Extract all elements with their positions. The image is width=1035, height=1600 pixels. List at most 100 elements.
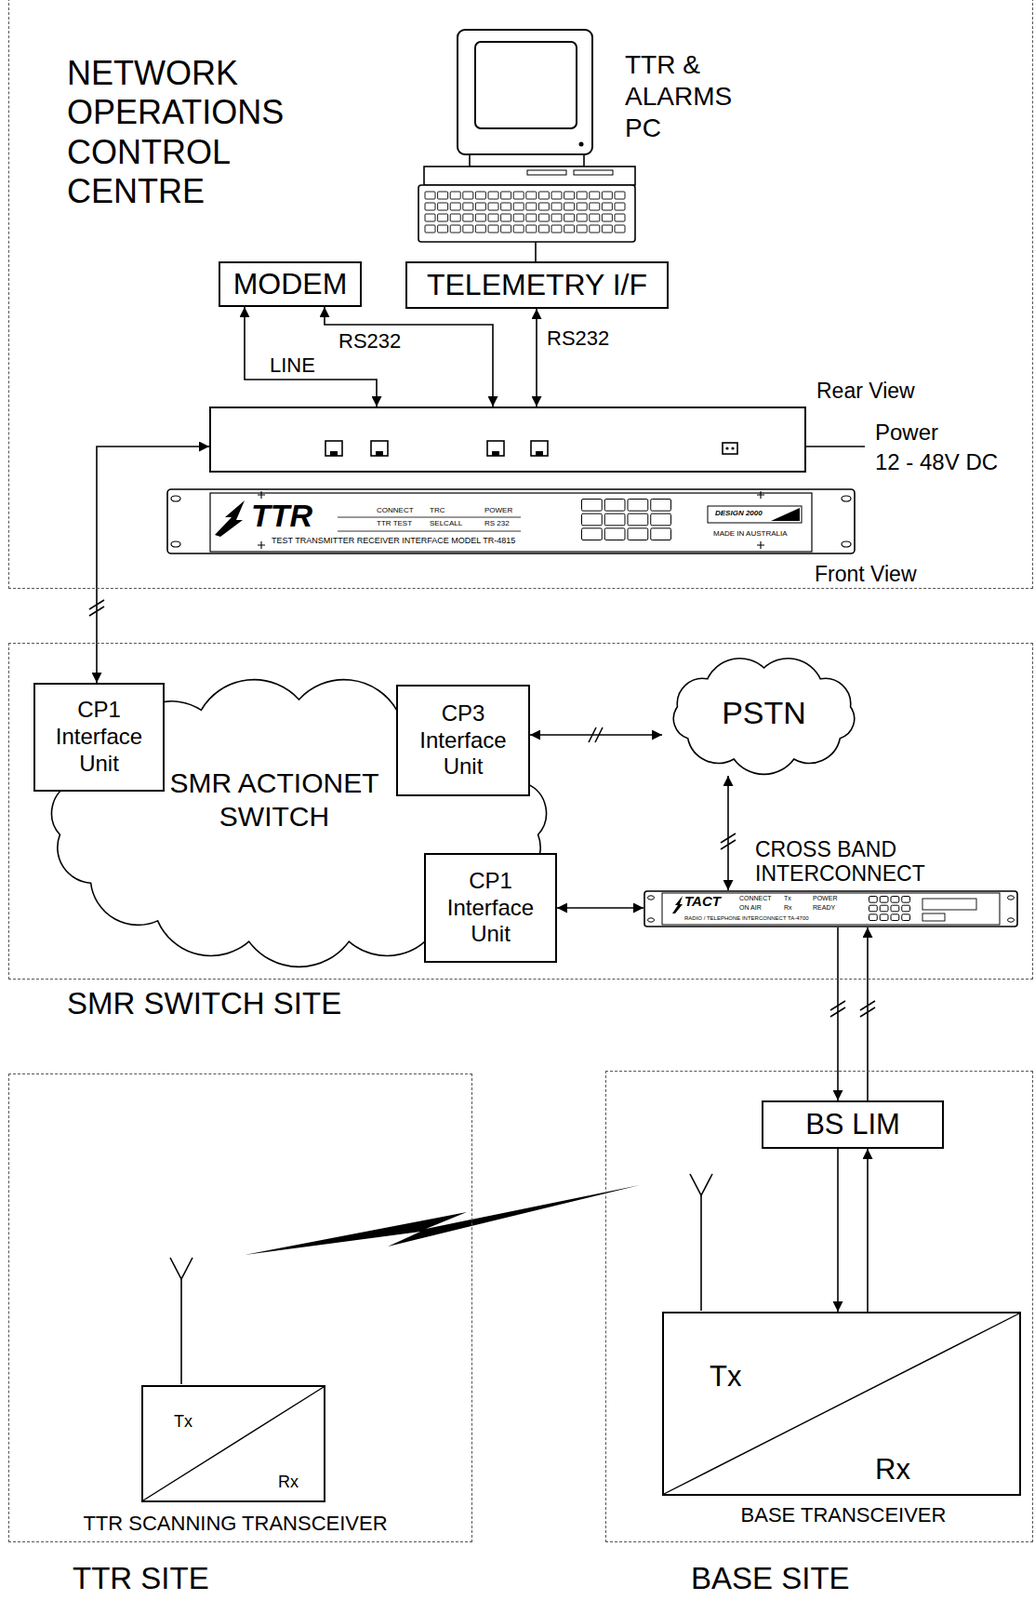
site-region: SMR SWITCH SITESMR ACTIONET SWITCHCP1 In… (8, 642, 1034, 980)
keypad-key (627, 499, 649, 512)
power-pin (730, 446, 734, 450)
connector (836, 927, 839, 1101)
key (564, 191, 575, 200)
key (601, 202, 612, 211)
key (463, 225, 474, 233)
connector (836, 1148, 839, 1312)
key (576, 191, 587, 200)
key (601, 213, 612, 222)
node-text: TACT (684, 893, 721, 908)
rj-port-latch (330, 451, 338, 456)
rj-port-latch (491, 451, 500, 456)
connector (557, 906, 644, 909)
connector (244, 306, 377, 407)
site-region: TTR SITETxRxTTR SCANNING TRANSCEIVER (8, 1073, 473, 1542)
key (488, 225, 499, 233)
key (614, 225, 625, 233)
rj-port (530, 440, 548, 456)
switch-cloud: SMR ACTIONET SWITCHCP1 Interface UnitCP3… (34, 675, 564, 969)
keypad-key (582, 513, 603, 526)
key (501, 202, 512, 211)
keypad-key (604, 499, 625, 512)
rack-panel (167, 489, 855, 554)
node-text: Rx (278, 1472, 299, 1492)
connector (534, 241, 537, 262)
key (488, 202, 499, 211)
xcvr-drawing (143, 1386, 328, 1504)
rack-hole (841, 495, 851, 502)
interconnect-panel: CROSS BAND INTERCONNECTTACTCONNECTTxPOWE… (643, 889, 1019, 928)
connector (96, 446, 210, 683)
site-region: NETWORK OPERATIONS CONTROL CENTRETTR & A… (8, 0, 1034, 589)
divider-line (337, 530, 521, 532)
drive-slot (573, 170, 613, 175)
key (488, 213, 499, 222)
keypad-key (902, 914, 911, 921)
key (513, 191, 524, 200)
keypad-key (650, 499, 672, 512)
antennas (170, 1173, 713, 1384)
key (551, 191, 562, 200)
key (601, 191, 612, 200)
key (424, 191, 436, 200)
rack-hole (841, 541, 851, 547)
keyboard (418, 185, 636, 242)
rear-panel: Rear View (209, 406, 807, 473)
device-box: BS LIM (761, 1100, 944, 1149)
antenna-mast (700, 1194, 703, 1311)
key (564, 225, 575, 233)
keypad-key (582, 499, 603, 512)
network-cloud: PSTN (662, 653, 866, 776)
rack-panel (644, 890, 1018, 927)
node-text: RS 232 (484, 519, 510, 529)
key (424, 225, 436, 233)
key (576, 202, 587, 211)
key (463, 191, 474, 200)
front-panel: TTRCONNECTTRCPOWERTTR TESTSELCALLRS 232T… (166, 488, 856, 555)
key (437, 202, 449, 211)
connector (866, 1148, 869, 1312)
maker-badge (922, 898, 977, 910)
rack-hole (171, 495, 181, 502)
key (551, 202, 562, 211)
site-region: BASE SITEBS LIMTxRxBASE TRANSCEIVER (605, 1070, 1034, 1542)
key (513, 225, 524, 233)
node-text: NETWORK OPERATIONS CONTROL CENTRE (66, 53, 337, 213)
interface-unit: CP1 Interface Unit (33, 682, 165, 792)
key (589, 225, 600, 233)
key (501, 191, 512, 200)
key (526, 202, 537, 211)
tx-rx-diagonal (143, 1386, 324, 1500)
node-text: PSTN (662, 695, 866, 730)
key (475, 191, 486, 200)
transceiver-box: TxRxBASE TRANSCEIVER (662, 1311, 1022, 1496)
node-text: MADE IN AUSTRALIA (713, 530, 788, 539)
node-text: Tx (173, 1411, 193, 1432)
computer-case (424, 166, 636, 186)
transceiver-box: TxRxTTR SCANNING TRANSCEIVER (141, 1384, 326, 1502)
screw-mark (257, 490, 266, 499)
node-text: Rx (783, 903, 793, 912)
connector (866, 927, 869, 1101)
maker-badge (707, 505, 802, 523)
node-text: TTR (251, 499, 313, 531)
key (450, 225, 461, 233)
key (614, 191, 625, 200)
keypad-key (879, 914, 889, 921)
screw-mark (756, 541, 765, 549)
keypad-key (650, 513, 672, 526)
key (488, 191, 499, 200)
keypad-key (627, 528, 649, 541)
node-text: TRC (429, 506, 445, 516)
antenna-head (170, 1257, 193, 1279)
node-text: ON AIR (739, 903, 762, 912)
divider-line (337, 517, 521, 518)
key (463, 202, 474, 211)
node-text: CONNECT (739, 894, 772, 903)
node-text: Rear View (816, 378, 916, 403)
connector (324, 306, 493, 407)
connector (535, 308, 538, 407)
key (564, 213, 575, 222)
panel-face (210, 492, 812, 552)
